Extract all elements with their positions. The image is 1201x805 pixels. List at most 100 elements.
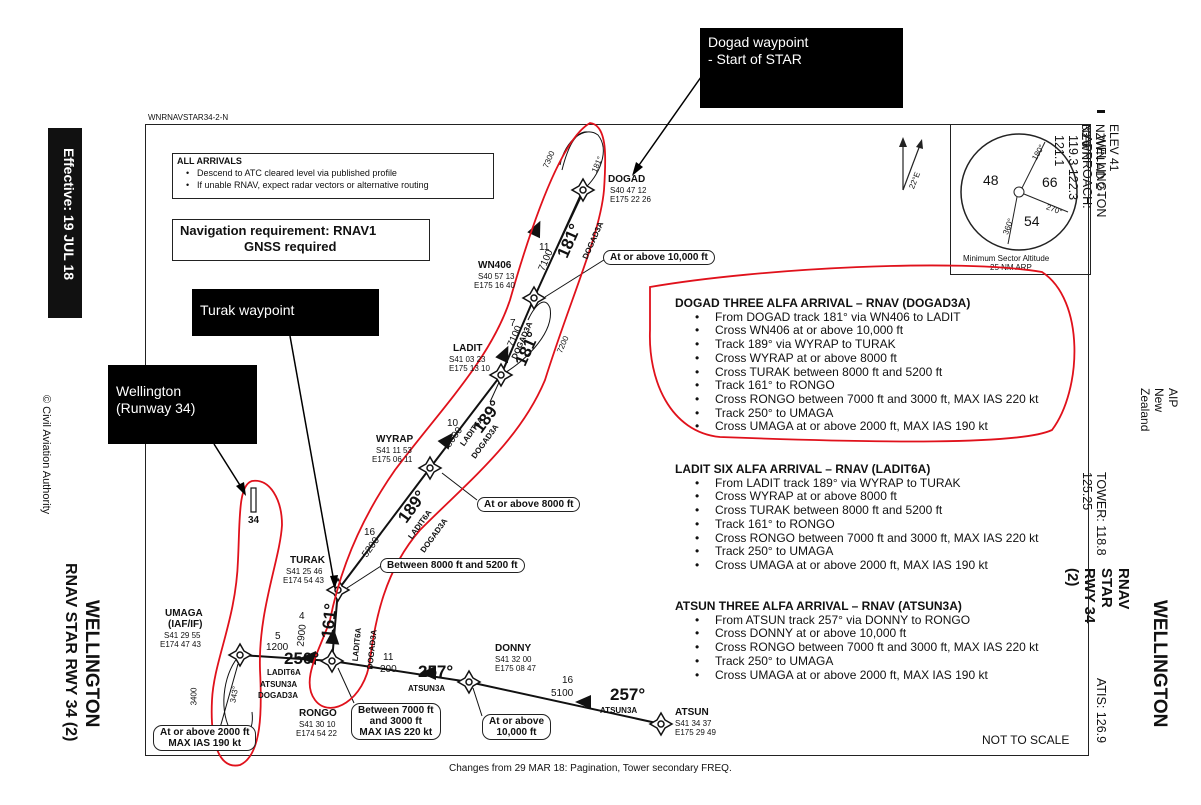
procedure-ladit6a: LADIT SIX ALFA ARRIVAL – RNAV (LADIT6A) …	[675, 462, 1039, 573]
wp-dogad-lon: E175 22 26	[610, 195, 651, 204]
callout-line: - Start of STAR	[708, 51, 802, 67]
alt-1200: 1200	[266, 642, 289, 653]
dist-5: 5	[275, 631, 281, 642]
wp-umaga-sub: (IAF/IF)	[168, 619, 203, 630]
procedure-step: Cross WYRAP at or above 8000 ft	[695, 490, 1039, 504]
procedure-step: Cross RONGO between 7000 ft and 3000 ft,…	[695, 531, 1039, 546]
wp-wyrap-lat: S41 11 53	[376, 446, 412, 455]
label-dogad3a-6: DOGAD3A	[258, 691, 299, 700]
constraint-line: MAX IAS 190 kt	[168, 738, 242, 749]
callout-dogad: Dogad waypoint - Start of STAR	[700, 28, 903, 108]
procedure-step: Cross UMAGA at or above 2000 ft, MAX IAS…	[695, 668, 1039, 683]
procedure-step: Track 250° to UMAGA	[695, 545, 1039, 559]
label-atsun3a-3: ATSUN3A	[600, 706, 638, 715]
procedure-step: Cross RONGO between 7000 ft and 3000 ft,…	[695, 640, 1039, 655]
wp-donny-lat: S41 32 00	[495, 655, 532, 664]
wp-rongo-lat: S41 30 10	[299, 720, 336, 729]
procedure-step: Cross UMAGA at or above 2000 ft, MAX IAS…	[695, 420, 1039, 434]
msa-sector-2: 66	[1042, 174, 1058, 190]
track-161: 161°	[317, 602, 341, 640]
changes-note: Changes from 29 MAR 18: Pagination, Towe…	[449, 763, 732, 774]
runway-label: 34	[248, 515, 260, 526]
effective-banner	[48, 128, 82, 318]
callout-line: Wellington	[116, 383, 182, 399]
wp-wyrap-lon: E175 06 11	[372, 455, 413, 464]
label-atsun3a-1: ATSUN3A	[260, 680, 298, 689]
all-arrivals-bullet-1: •	[186, 168, 190, 178]
procedure-atsun3a: ATSUN THREE ALFA ARRIVAL – RNAV (ATSUN3A…	[675, 599, 1039, 683]
callout-turak: Turak waypoint	[192, 289, 379, 336]
all-arrivals-heading: ALL ARRIVALS	[177, 156, 242, 166]
wp-umaga-lon: E174 47 43	[160, 640, 201, 649]
north-arrow-icon	[899, 137, 923, 191]
procedure-step: From LADIT track 189° via WYRAP to TURAK	[695, 476, 1039, 491]
nav-req-line2: GNSS required	[244, 239, 337, 254]
not-to-scale: NOT TO SCALE	[982, 733, 1070, 747]
msa-caption-1: Minimum Sector Altitude	[963, 254, 1050, 263]
procedure-step: From ATSUN track 257° via DONNY to RONGO	[695, 613, 1039, 628]
dist-11: 11	[539, 242, 550, 253]
procedure-dogad3a: DOGAD THREE ALFA ARRIVAL – RNAV (DOGAD3A…	[675, 296, 1039, 434]
wp-wn406-lon: E175 16 40	[474, 281, 515, 290]
wp-donny-lon: E175 08 47	[495, 664, 536, 673]
callout-wellington: Wellington (Runway 34)	[108, 365, 257, 444]
track-250: 250°	[284, 649, 320, 668]
chart-ref: WNRNAVSTAR34-2-N	[148, 113, 229, 122]
constraint-line: MAX IAS 220 kt	[359, 727, 433, 738]
procedure-step: Track 250° to UMAGA	[695, 654, 1039, 669]
track-257-b: 257°	[610, 685, 646, 704]
alt-200: 200	[380, 664, 397, 675]
constraint-line: Between 7000 ft	[358, 705, 434, 716]
callout-line: (Runway 34)	[116, 400, 196, 416]
dist-4: 4	[299, 611, 305, 622]
wp-umaga-name: UMAGA	[165, 608, 203, 619]
wp-turak-name: TURAK	[290, 555, 325, 566]
wp-atsun-name: ATSUN	[675, 707, 709, 718]
wp-ladit-name: LADIT	[453, 343, 483, 354]
callout-line: Dogad waypoint	[708, 34, 809, 50]
procedure-step: Cross TURAK between 8000 ft and 5200 ft	[695, 503, 1039, 518]
msa-sector-1: 48	[983, 172, 999, 188]
wp-turak-lat: S41 25 46	[286, 567, 323, 576]
right-tick	[1097, 110, 1105, 113]
constraint-wn406: At or above 10,000 ft	[603, 250, 715, 265]
procedure-title: LADIT SIX ALFA ARRIVAL – RNAV (LADIT6A)	[675, 462, 931, 476]
all-arrivals-box	[172, 153, 494, 199]
msa-diagram	[960, 133, 1078, 251]
procedure-step: Track 161° to RONGO	[695, 379, 1039, 393]
alt-2900: 2900	[295, 623, 309, 648]
procedure-step: Cross UMAGA at or above 2000 ft, MAX IAS…	[695, 558, 1039, 573]
procedure-step: Cross RONGO between 7000 ft and 3000 ft,…	[695, 392, 1039, 407]
procedure-step: Track 250° to UMAGA	[695, 406, 1039, 421]
constraint-rongo: Between 7000 ft and 3000 ft MAX IAS 220 …	[351, 703, 441, 740]
procedure-step: Track 161° to RONGO	[695, 517, 1039, 532]
procedure-step: Track 189° via WYRAP to TURAK	[695, 337, 1039, 352]
nav-req-line1: Navigation requirement: RNAV1	[180, 223, 377, 238]
msa-sector-3: 54	[1024, 213, 1040, 229]
alt-5100: 5100	[551, 688, 574, 699]
constraint-line: and 3000 ft	[369, 716, 422, 727]
msa-box	[950, 124, 1091, 275]
wp-turak-lon: E174 54 43	[283, 576, 324, 585]
wp-umaga-lat: S41 29 55	[164, 631, 201, 640]
constraint-line: At or above 2000 ft	[160, 727, 250, 738]
procedure-title: ATSUN THREE ALFA ARRIVAL – RNAV (ATSUN3A…	[675, 599, 962, 613]
dist-7: 7	[510, 318, 516, 329]
wp-ladit-lat: S41 03 23	[449, 355, 486, 364]
wp-wn406-lat: S40 57 13	[478, 272, 515, 281]
all-arrivals-item-1: Descend to ATC cleared level via publish…	[197, 168, 397, 178]
wp-dogad-name: DOGAD	[608, 174, 646, 185]
wp-dogad-lat: S40 47 12	[610, 186, 647, 195]
procedure-step: Cross DONNY at or above 10,000 ft	[695, 627, 1039, 641]
wp-atsun-lon: E175 29 49	[675, 728, 716, 737]
procedure-title: DOGAD THREE ALFA ARRIVAL – RNAV (DOGAD3A…	[675, 296, 971, 310]
procedure-step: Cross TURAK between 8000 ft and 5200 ft	[695, 365, 1039, 380]
wp-donny-name: DONNY	[495, 643, 532, 654]
constraint-donny: At or above 10,000 ft	[482, 714, 552, 740]
track-257-a: 257°	[418, 662, 454, 681]
dist-11-b: 11	[383, 652, 394, 663]
constraint-line: 10,000 ft	[496, 727, 537, 738]
procedure-step: Cross WYRAP at or above 8000 ft	[695, 351, 1039, 366]
dist-10: 10	[447, 418, 459, 429]
